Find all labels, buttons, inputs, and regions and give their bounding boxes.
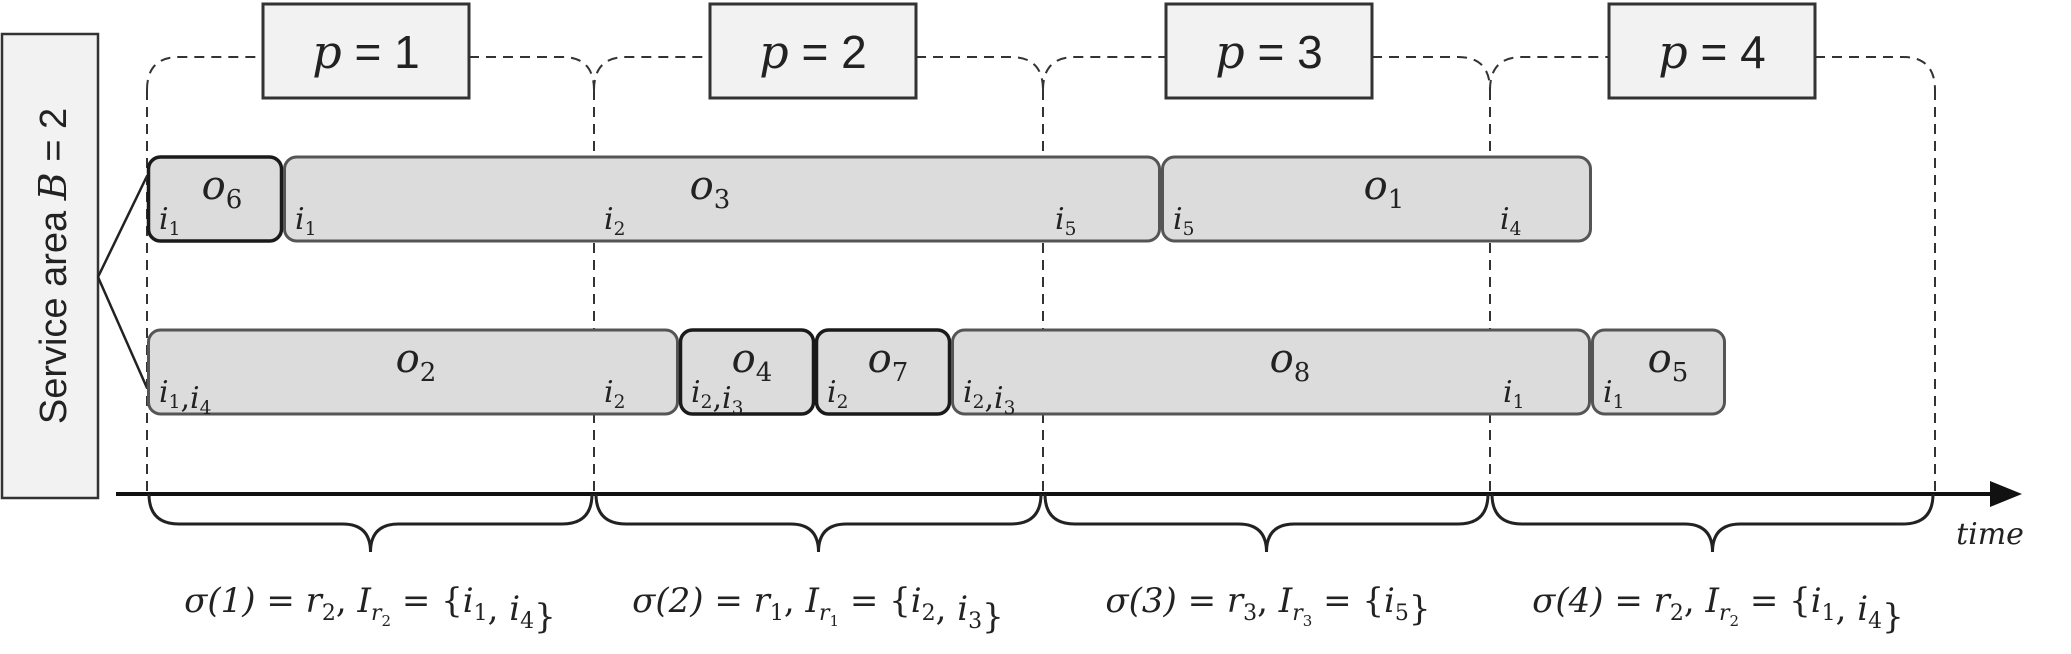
task-label: o4 bbox=[732, 336, 773, 388]
periods-layer: p = 1 p = 2 p = 3 p = 4 bbox=[146, 2, 1936, 100]
period-brace bbox=[594, 493, 1043, 553]
task-label: o2 bbox=[396, 336, 437, 388]
assignment-label: σ(2) = r1, Ir1 = {i2, i3} bbox=[632, 581, 1004, 637]
task-bar: o2 i1,i4 i2 bbox=[147, 328, 679, 419]
assignment-label: σ(1) = r2, Ir2 = {i1, i4} bbox=[184, 581, 556, 637]
item-label: i2 bbox=[604, 375, 625, 413]
period-label-box bbox=[1607, 2, 1817, 100]
row-connectors bbox=[96, 175, 149, 389]
task-bar: o8 i2,i3 i1 bbox=[951, 328, 1591, 419]
period-1: p = 1 bbox=[146, 2, 595, 100]
service-area-box: Service area B = 2 bbox=[0, 32, 100, 500]
period-boundaries bbox=[146, 90, 1936, 494]
period-label: p = 1 bbox=[312, 25, 419, 79]
task-bar: o1 i5 i4 bbox=[1161, 155, 1592, 243]
item-label: i1 bbox=[159, 202, 180, 240]
period-braces bbox=[147, 493, 1935, 553]
assignment-label: σ(3) = r3, Ir3 = {i5} bbox=[1105, 581, 1430, 630]
period-label: p = 2 bbox=[759, 25, 866, 79]
task-bar-rect bbox=[1591, 328, 1726, 416]
item-label: i2,i3 bbox=[963, 375, 1015, 419]
task-bar: o6 i1 bbox=[146, 155, 284, 243]
period-3: p = 3 bbox=[1042, 2, 1491, 100]
item-label: i1 bbox=[1503, 375, 1524, 413]
task-bar-rect bbox=[951, 328, 1591, 416]
period-label-box bbox=[1164, 2, 1374, 100]
item-label: i2,i3 bbox=[691, 375, 743, 419]
item-label: i5 bbox=[1173, 202, 1194, 240]
item-label: i1 bbox=[1603, 375, 1624, 413]
task-bar-rect bbox=[678, 328, 816, 416]
item-label: i1,i4 bbox=[159, 375, 211, 419]
item-label: i1 bbox=[295, 202, 316, 240]
item-label: i2 bbox=[604, 202, 625, 240]
assignment-labels: σ(1) = r2, Ir2 = {i1, i4} σ(2) = r1, Ir1 … bbox=[184, 581, 1904, 637]
period-label: p = 3 bbox=[1215, 25, 1322, 79]
task-bar: o5 i1 bbox=[1591, 328, 1726, 416]
assignment-label: σ(4) = r2, Ir2 = {i1, i4} bbox=[1532, 581, 1904, 637]
task-label: o5 bbox=[1648, 336, 1689, 388]
period-label-box bbox=[708, 2, 918, 100]
task-label: o1 bbox=[1364, 163, 1405, 215]
period-brace bbox=[1490, 493, 1935, 553]
service-area-label: Service area B = 2 bbox=[31, 108, 75, 424]
task-bar-rect bbox=[814, 328, 952, 416]
task-bar: o7 i2 bbox=[814, 328, 952, 416]
period-2: p = 2 bbox=[593, 2, 1044, 100]
task-label: o7 bbox=[868, 336, 909, 388]
task-label: o8 bbox=[1270, 336, 1311, 388]
period-label: p = 4 bbox=[1658, 25, 1765, 79]
task-bar-rect bbox=[283, 155, 1161, 243]
period-4: p = 4 bbox=[1489, 2, 1936, 100]
item-label: i5 bbox=[1055, 202, 1076, 240]
item-label: i4 bbox=[1500, 202, 1521, 240]
time-axis: time bbox=[116, 481, 2024, 552]
task-bar-rect bbox=[1161, 155, 1592, 243]
task-bar-rect bbox=[147, 328, 679, 416]
period-brace bbox=[147, 493, 594, 553]
task-label: o3 bbox=[690, 163, 731, 215]
task-bar: o3 i1 i2 i5 bbox=[283, 155, 1161, 243]
period-label-box bbox=[261, 2, 471, 100]
resource-row-1: o6 i1 o3 i1 i2 i5 o1 i5 i4 bbox=[146, 155, 1592, 243]
item-label: i2 bbox=[827, 375, 848, 413]
task-label: o6 bbox=[202, 163, 243, 215]
task-bar-rect bbox=[146, 155, 284, 243]
period-brace bbox=[1043, 493, 1490, 553]
time-axis-label: time bbox=[1956, 517, 2024, 552]
